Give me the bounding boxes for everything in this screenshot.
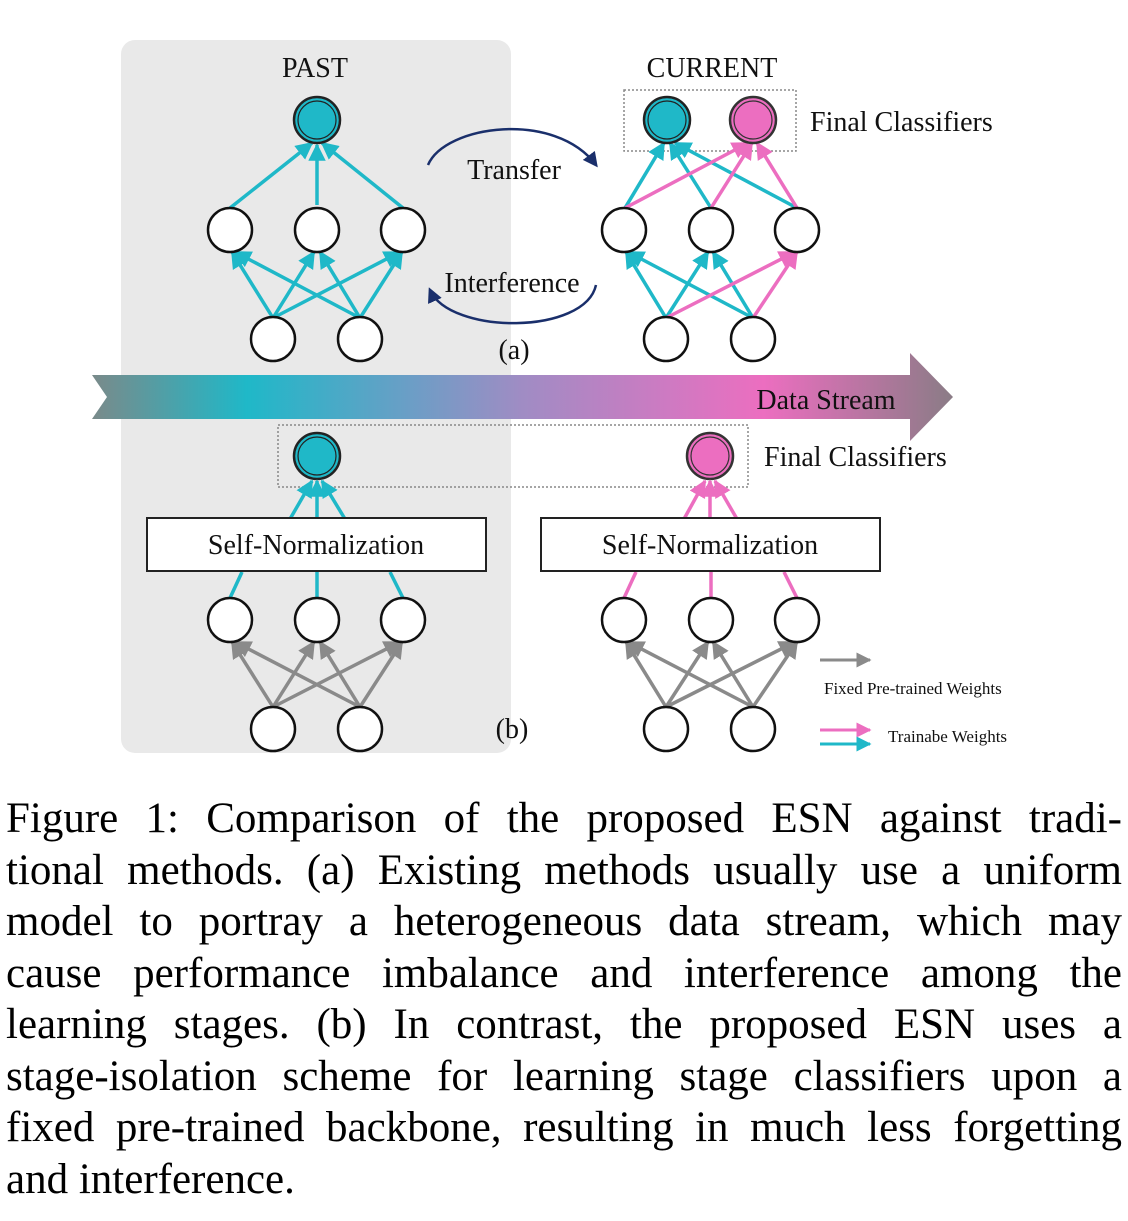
current-title: CURRENT <box>647 53 778 84</box>
current-classifier-node-teal <box>642 95 692 145</box>
self-normalization-box-right <box>540 517 881 572</box>
hidden-node <box>773 206 821 254</box>
past-self-norm-edges <box>228 479 405 599</box>
current-final-classifiers-box <box>623 89 797 152</box>
interference-label: Interference <box>444 268 579 299</box>
transfer-arrow <box>426 127 598 168</box>
past-network-edges <box>228 141 405 320</box>
input-node <box>642 315 690 363</box>
hidden-node <box>379 206 427 254</box>
input-node <box>729 705 777 753</box>
legend: Fixed Pre-trained Weights Trainabe Weigh… <box>820 652 1007 752</box>
current-stage-classifier-node <box>685 431 735 481</box>
caption-line: fixed pre-trained backbone, resulting in… <box>6 1104 1122 1151</box>
hidden-node <box>600 596 648 644</box>
hidden-node <box>687 596 735 644</box>
current-network-nodes <box>600 95 821 363</box>
caption-line: and interference. <box>6 1155 295 1203</box>
input-node <box>249 315 297 363</box>
current-backbone-edges <box>624 640 799 709</box>
hidden-node <box>600 206 648 254</box>
past-stage-classifier-node <box>292 431 342 481</box>
hidden-node <box>293 596 341 644</box>
caption-line: tional methods. (a) Existing methods usu… <box>6 846 1122 894</box>
figure-caption: Figure 1: Comparison of the proposed ESN… <box>6 793 1122 1205</box>
hidden-node <box>379 596 427 644</box>
caption-line: Figure 1: Comparison of the proposed ESN… <box>6 795 1122 842</box>
input-node <box>336 705 384 753</box>
self-normalization-box-left <box>146 517 487 572</box>
panel-a-label: (a) <box>498 335 529 366</box>
caption-line: learning stages. (b) In contrast, the pr… <box>6 1001 1122 1048</box>
panel-b-nodes <box>206 596 821 753</box>
input-node <box>729 315 777 363</box>
current-network-edges <box>623 141 799 320</box>
data-stream-label: Data Stream <box>756 385 895 416</box>
past-network-nodes <box>206 95 427 363</box>
caption-line: cause performance imbalance and interfer… <box>6 949 1122 997</box>
hidden-node <box>773 596 821 644</box>
hidden-node <box>293 206 341 254</box>
final-classifiers-label-a: Final Classifiers <box>810 107 993 138</box>
current-self-norm-edges <box>622 479 799 599</box>
interference-arrow <box>428 284 598 325</box>
hidden-node <box>206 596 254 644</box>
legend-fixed-label: Fixed Pre-trained Weights <box>824 679 1002 698</box>
past-title: PAST <box>282 53 348 84</box>
final-classifiers-label-b: Final Classifiers <box>764 442 947 473</box>
input-node <box>642 705 690 753</box>
input-node <box>336 315 384 363</box>
past-backbone-edges <box>230 640 404 709</box>
hidden-node <box>206 206 254 254</box>
caption-line: model to portray a heterogeneous data st… <box>6 898 1122 945</box>
self-normalization-label-right: Self-Normalization <box>602 530 818 561</box>
input-node <box>249 705 297 753</box>
past-classifier-node <box>292 95 342 145</box>
self-normalization-label-left: Self-Normalization <box>208 530 424 561</box>
figure-diagram: PAST CURRENT Transfer Interference (a) F… <box>92 40 1007 753</box>
data-stream-arrow <box>92 353 953 441</box>
transfer-label: Transfer <box>467 155 562 186</box>
stage-classifiers-box <box>277 424 749 488</box>
panel-b-label: (b) <box>496 714 529 745</box>
current-classifier-node-pink <box>728 95 778 145</box>
legend-trainable-label: Trainabe Weights <box>888 727 1007 746</box>
caption-line: stage-isolation scheme for learning stag… <box>6 1052 1122 1100</box>
hidden-node <box>687 206 735 254</box>
